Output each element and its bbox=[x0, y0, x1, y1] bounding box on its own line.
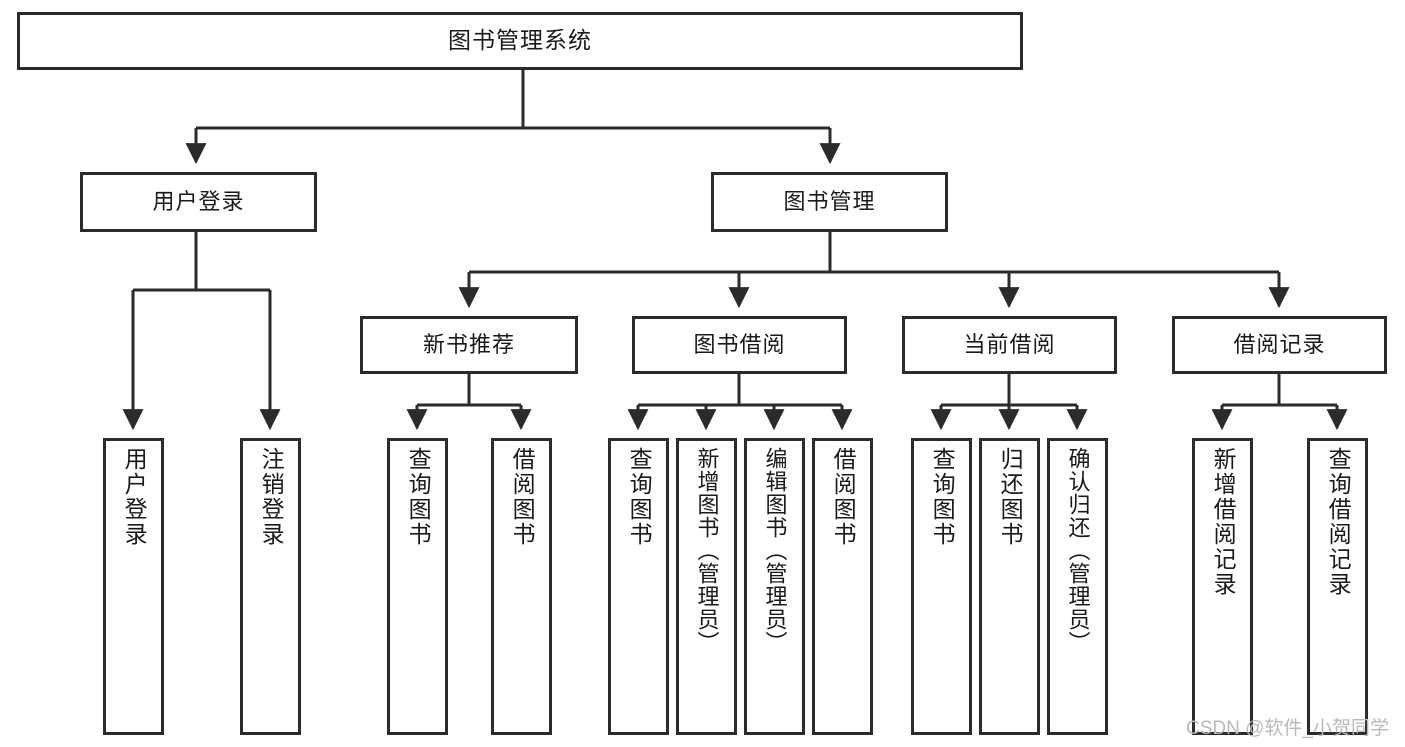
node-book-manage[interactable]: 图书管理 bbox=[711, 172, 948, 232]
node-borrow-record[interactable]: 借阅记录 bbox=[1172, 316, 1387, 374]
node-label: 归还图书 bbox=[997, 447, 1024, 547]
node-leaf-query-book-current[interactable]: 查询图书 bbox=[911, 438, 972, 735]
node-label: 编辑图书（管理员） bbox=[762, 447, 788, 654]
node-root-system[interactable]: 图书管理系统 bbox=[17, 12, 1023, 70]
node-label: 查询图书 bbox=[626, 447, 653, 547]
node-leaf-add-book[interactable]: 新增图书（管理员） bbox=[676, 438, 737, 735]
node-leaf-logout[interactable]: 注销登录 bbox=[240, 438, 301, 735]
node-leaf-confirm-return[interactable]: 确认归还（管理员） bbox=[1047, 438, 1108, 735]
node-leaf-user-login[interactable]: 用户登录 bbox=[103, 438, 164, 735]
node-leaf-borrow-book-rec[interactable]: 借阅图书 bbox=[491, 438, 552, 735]
node-leaf-query-book-borrow[interactable]: 查询图书 bbox=[608, 438, 669, 735]
node-label: 查询图书 bbox=[929, 447, 956, 547]
node-current-borrow[interactable]: 当前借阅 bbox=[902, 316, 1117, 374]
node-leaf-edit-book[interactable]: 编辑图书（管理员） bbox=[744, 438, 805, 735]
node-label: 确认归还（管理员） bbox=[1065, 447, 1091, 654]
node-label: 当前借阅 bbox=[963, 331, 1056, 357]
node-label: 新增图书（管理员） bbox=[694, 447, 720, 654]
node-leaf-add-record[interactable]: 新增借阅记录 bbox=[1192, 438, 1253, 735]
node-new-book-recommend[interactable]: 新书推荐 bbox=[360, 316, 578, 374]
node-label: 用户登录 bbox=[121, 447, 148, 547]
node-book-borrow[interactable]: 图书借阅 bbox=[632, 316, 847, 374]
node-label: 图书管理 bbox=[783, 188, 876, 214]
node-label: 借阅记录 bbox=[1233, 331, 1326, 357]
node-label: 借阅图书 bbox=[509, 447, 536, 547]
node-leaf-return-book[interactable]: 归还图书 bbox=[979, 438, 1040, 735]
node-label: 查询图书 bbox=[405, 447, 432, 547]
node-label: 注销登录 bbox=[258, 447, 285, 547]
node-leaf-query-record[interactable]: 查询借阅记录 bbox=[1307, 438, 1368, 735]
node-label: 借阅图书 bbox=[830, 447, 857, 547]
node-label: 新书推荐 bbox=[422, 331, 515, 357]
csdn-watermark: CSDN @软件_小贺同学 bbox=[1186, 718, 1389, 739]
node-label: 新增借阅记录 bbox=[1210, 447, 1237, 597]
node-label: 图书管理系统 bbox=[448, 27, 592, 54]
node-leaf-borrow-book[interactable]: 借阅图书 bbox=[812, 438, 873, 735]
node-label: 用户登录 bbox=[152, 188, 245, 214]
node-label: 图书借阅 bbox=[693, 331, 786, 357]
node-leaf-query-book-rec[interactable]: 查询图书 bbox=[387, 438, 448, 735]
node-user-login[interactable]: 用户登录 bbox=[80, 172, 317, 232]
node-label: 查询借阅记录 bbox=[1325, 447, 1352, 597]
